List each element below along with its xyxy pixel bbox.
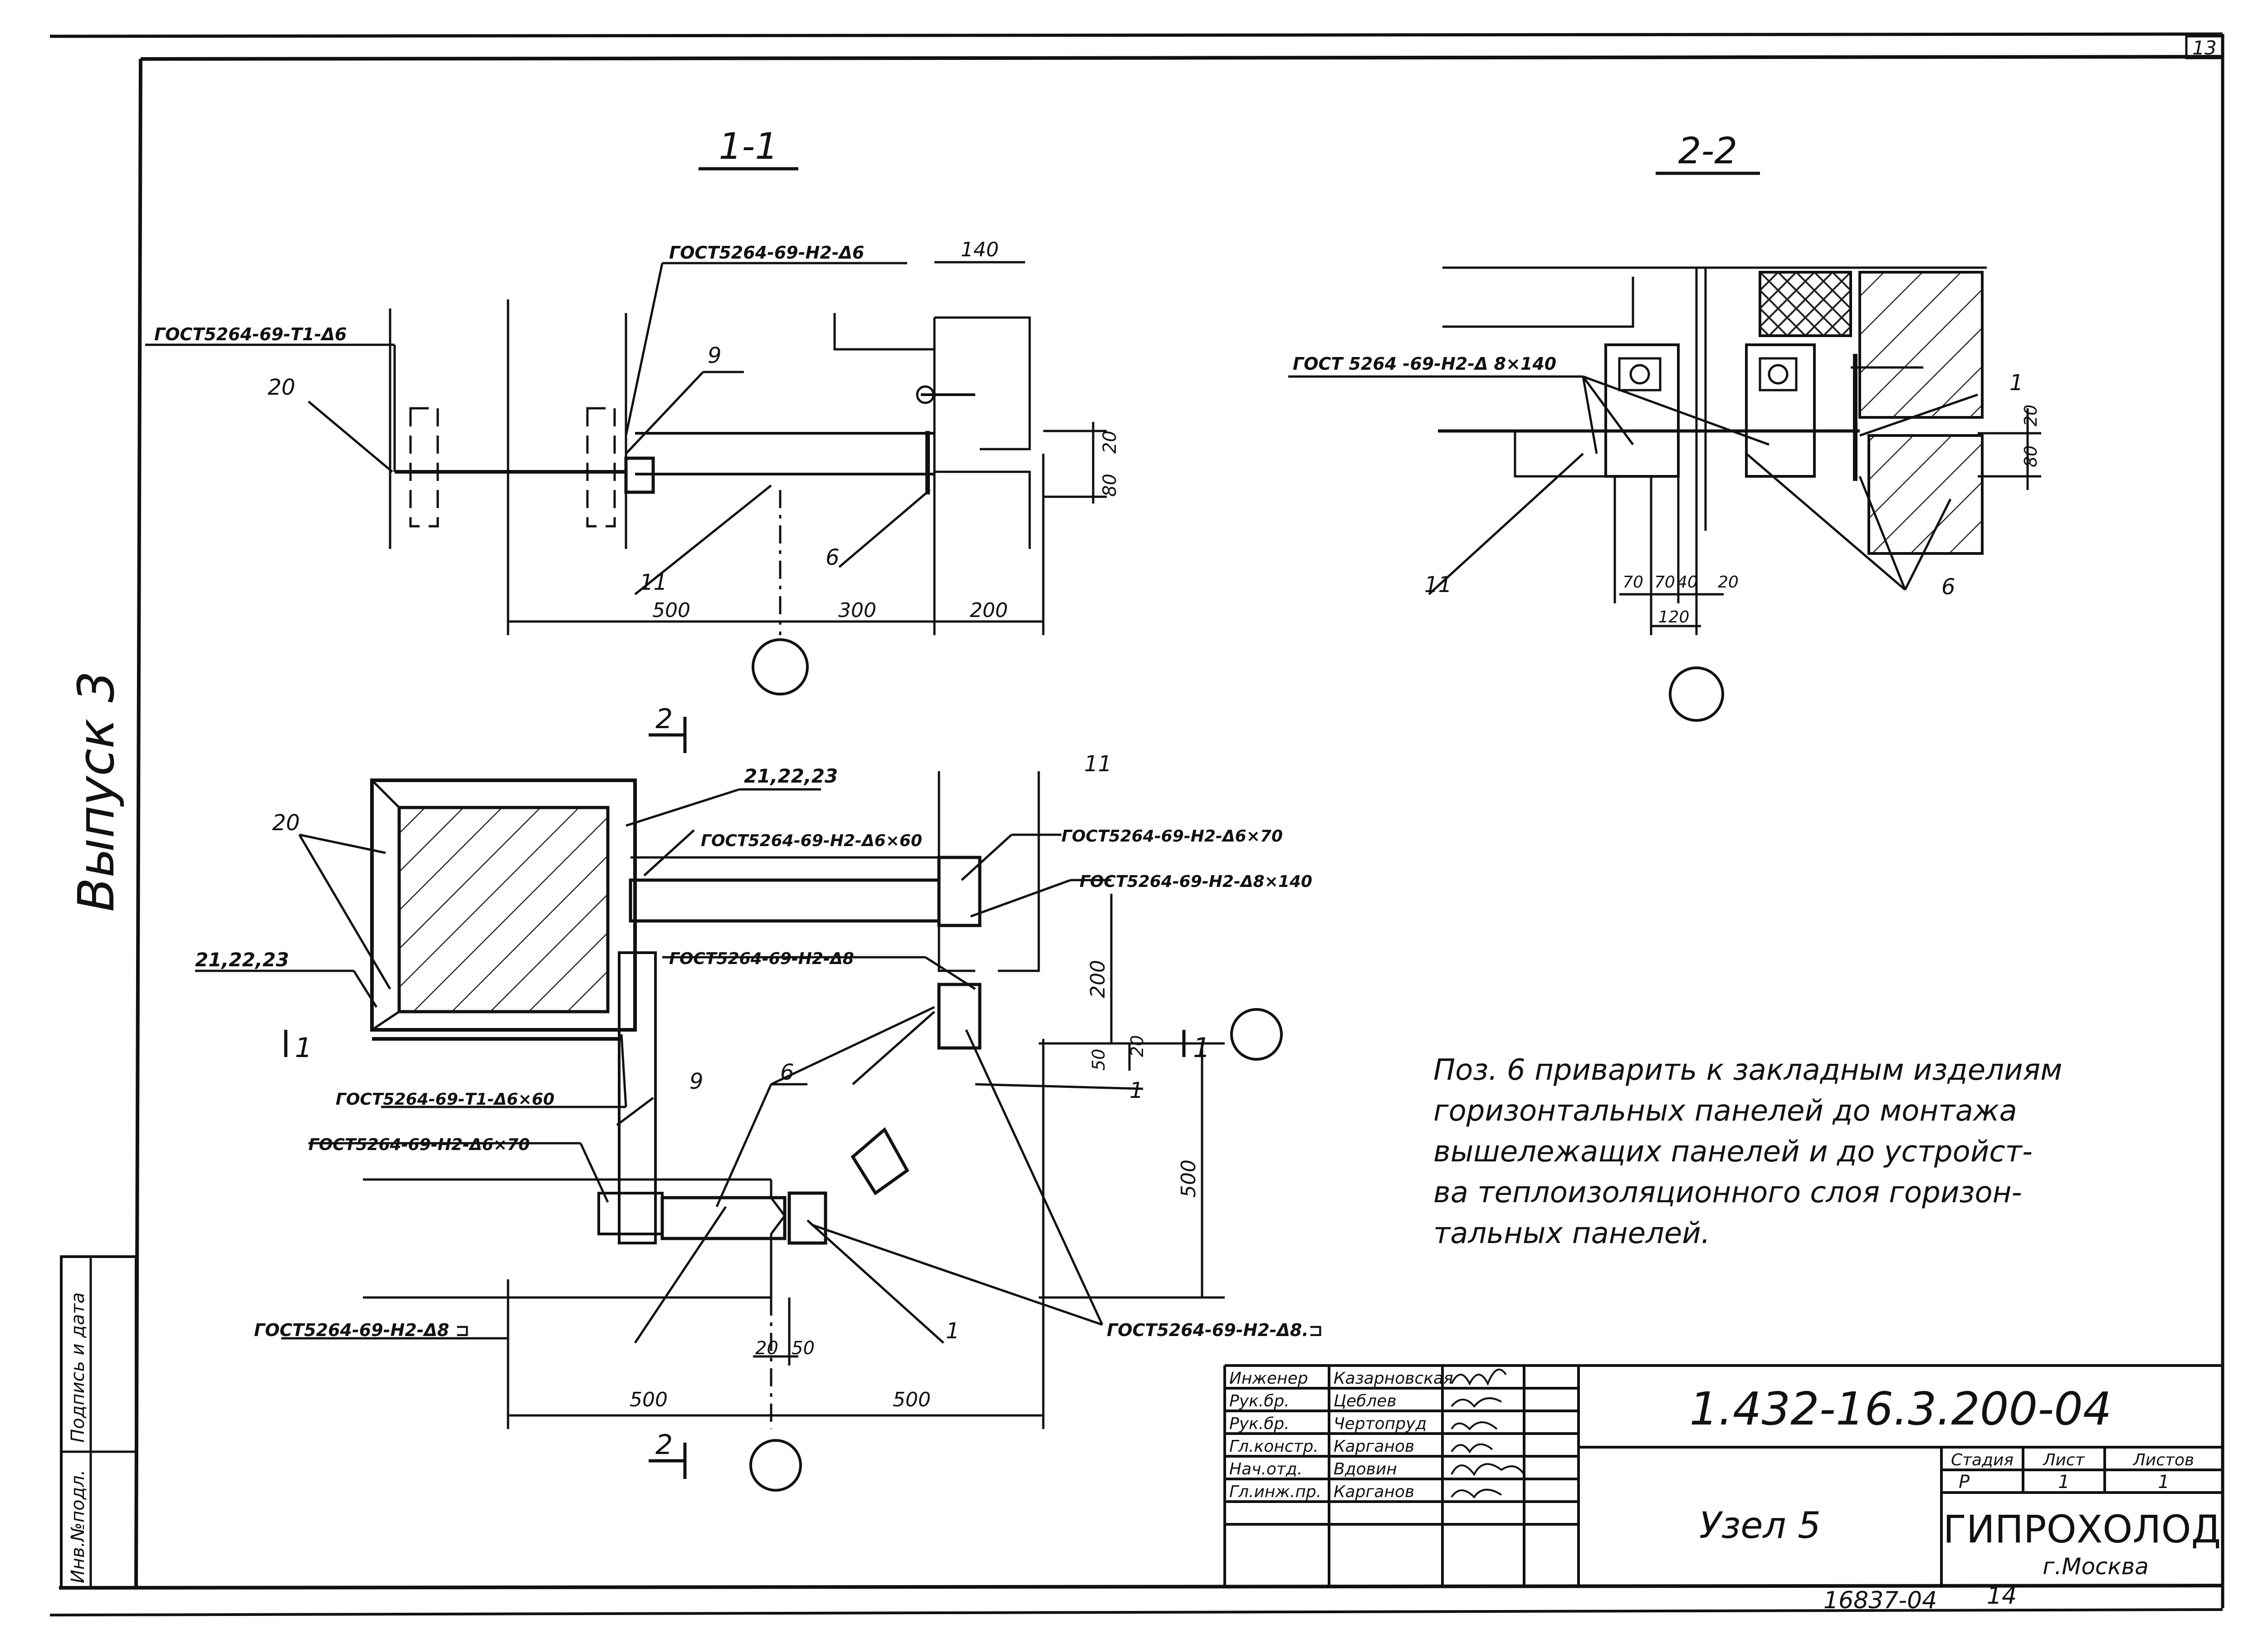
position-label: 11 [1084, 751, 1112, 777]
vertical-caption: Выпуск 3 [67, 671, 125, 912]
archive-number: 16837-04 [1823, 1587, 1937, 1614]
title-block-role: Гл.инж.пр. [1229, 1483, 1321, 1501]
drawing-title: Узел 5 [1699, 1504, 1821, 1547]
weld-callout: ГОСТ5264-69-Н2-Δ6×70 [1061, 827, 1283, 846]
dimension-label: 500 [893, 1388, 931, 1411]
title-block [1223, 1364, 2223, 1588]
weld-callout: ГОСТ5264-69-Н2-Δ6 [669, 243, 864, 263]
plan-view [195, 717, 1283, 1492]
dimension-label: 70 [1623, 573, 1643, 592]
sheet-label: Лист [2042, 1451, 2085, 1469]
title-block-role: Гл.констр. [1229, 1437, 1319, 1456]
archive-page: 14 [1987, 1582, 2017, 1610]
dimension-label: 300 [838, 599, 876, 622]
dimension-label: 20 [1718, 573, 1739, 592]
section-2-2-title: 2-2 [1678, 130, 1738, 172]
cut-marker-2-top: 2 [655, 703, 673, 735]
note-line: Поз. 6 приварить к закладным изделиям [1433, 1053, 2062, 1087]
weld-callout: ГОСТ 5264 -69-Н2-Δ 8×140 [1293, 354, 1556, 374]
dimension-label: 500 [652, 599, 690, 622]
cut-marker-2-bottom: 2 [655, 1429, 673, 1461]
sheet-value: 1 [2058, 1472, 2069, 1493]
dimension-label: 500 [630, 1388, 668, 1411]
title-block-name: Карганов [1334, 1483, 1414, 1501]
note-line: ва теплоизоляционного слоя горизон- [1433, 1176, 2022, 1209]
title-block-role: Инженер [1229, 1369, 1308, 1388]
sheets-label: Листов [2132, 1451, 2194, 1469]
position-label: 9 [689, 1069, 704, 1094]
weld-callout: ГОСТ5264-69-Н2-Δ8 [669, 950, 854, 968]
dimension-label: 20 [1100, 431, 1120, 454]
position-label: 11 [640, 570, 667, 595]
title-block-name: Казарновская [1334, 1369, 1453, 1388]
position-label: 9 [708, 343, 722, 368]
note-line: тальных панелей. [1433, 1217, 1710, 1250]
dimension-label: 120 [1658, 608, 1690, 627]
position-label: 6 [826, 545, 840, 570]
position-label: 21,22,23 [744, 765, 838, 787]
dimension-label: 70 [1654, 573, 1675, 592]
side-stamp [60, 1255, 137, 1589]
weld-callout: ГОСТ5264-69-Н2-Δ8 ⊐ [254, 1320, 469, 1340]
side-stamp-cell-2: Подпись и дата [68, 1292, 88, 1443]
cut-marker-1-left: 1 [295, 1032, 312, 1064]
position-label: 20 [272, 810, 300, 836]
dimension-label: 80 [2021, 445, 2041, 467]
position-label: 21,22,23 [195, 949, 289, 971]
section-1-1 [145, 167, 1107, 695]
weld-callout: ГОСТ5264-69-Н2-Δ6×70 [308, 1136, 530, 1154]
cut-marker-1-right: 1 [1193, 1032, 1210, 1064]
position-label: 20 [268, 375, 295, 400]
organization-name: ГИПРОХОЛОД [1943, 1507, 2221, 1552]
title-block-role: Рук.бр. [1229, 1415, 1290, 1433]
corner-number: 13 [2192, 37, 2216, 59]
sheets-value: 1 [2158, 1472, 2169, 1493]
dimension-label: 500 [1177, 1160, 1200, 1198]
weld-callout: ГОСТ5264-69-Н2-Δ8.⊐ [1107, 1320, 1323, 1340]
position-label: 6 [780, 1060, 794, 1085]
note-line: вышележащих панелей и до устройст- [1433, 1135, 2033, 1169]
document-code: 1.432-16.3.200-04 [1689, 1382, 2112, 1435]
weld-callout: ГОСТ5264-69-Н2-Δ6×60 [701, 832, 922, 850]
dimension-label: 20 [1127, 1035, 1147, 1057]
dimension-label: 80 [1100, 474, 1120, 497]
title-block-name: Карганов [1334, 1437, 1414, 1456]
title-block-role: Рук.бр. [1229, 1392, 1290, 1410]
position-label: 1 [946, 1318, 960, 1344]
side-stamp-cell-1: Инв.№подл. [68, 1469, 88, 1583]
stage-label: Стадия [1951, 1451, 2014, 1469]
weld-callout: ГОСТ5264-69-Т1-Δ6×60 [336, 1090, 554, 1109]
section-2-2 [1288, 171, 2041, 722]
organization-city: г.Москва [2043, 1553, 2149, 1580]
sheet-frame [49, 32, 2224, 1616]
dimension-label: 140 [961, 238, 999, 261]
note-line: горизонтальных панелей до монтажа [1433, 1094, 2017, 1128]
title-block-name: Цеблев [1334, 1392, 1397, 1410]
weld-callout: ГОСТ5264-69-Т1-Δ6 [154, 324, 347, 344]
dimension-label: 40 [1677, 573, 1698, 592]
dimension-label: 50 [1089, 1049, 1109, 1071]
position-label: 1 [2009, 370, 2024, 396]
title-block-name: Вдовин [1334, 1460, 1397, 1478]
weld-callout: ГОСТ5264-69-Н2-Δ8×140 [1080, 872, 1312, 891]
dimension-label: 200 [1086, 960, 1110, 998]
stage-value: Р [1959, 1472, 1970, 1493]
title-block-role: Нач.отд. [1229, 1460, 1302, 1478]
dimension-label: 20 [2021, 405, 2041, 426]
signatures [1451, 1368, 1525, 1499]
section-1-1-title: 1-1 [719, 125, 778, 167]
position-label: 11 [1424, 572, 1452, 597]
dimension-label: 50 [792, 1338, 815, 1359]
position-label: 1 [1129, 1078, 1144, 1103]
position-label: 6 [1941, 574, 1955, 600]
dimension-label: 20 [755, 1338, 778, 1359]
dimension-label: 200 [970, 599, 1008, 622]
title-block-name: Чертопруд [1334, 1415, 1427, 1433]
